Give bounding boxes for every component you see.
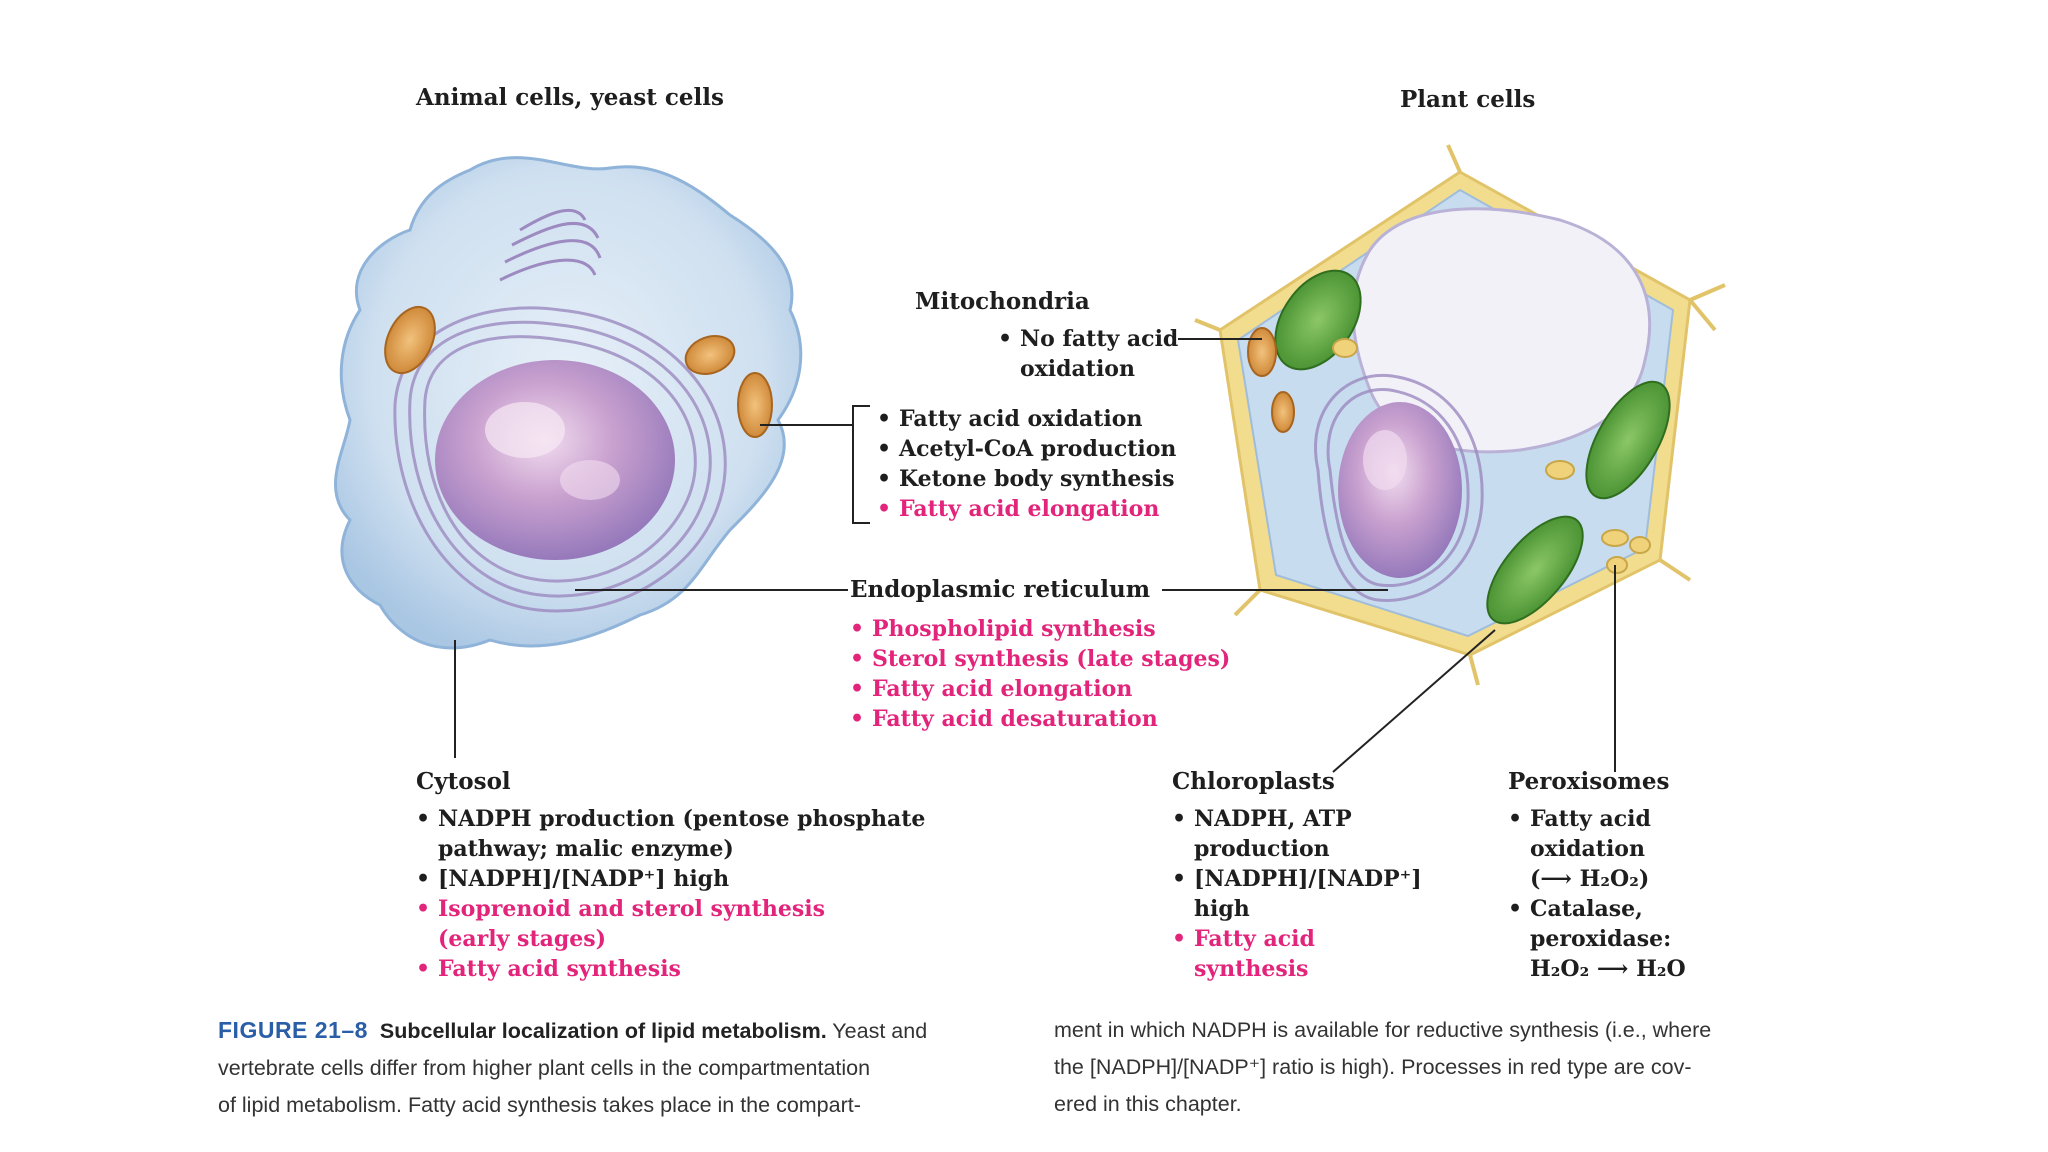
cell-wall-spikes: [1194, 144, 1726, 686]
animal-er: [393, 306, 727, 613]
caption-line-1: FIGURE 21–8 Subcellular localization of …: [218, 1012, 988, 1050]
golgi: [499, 209, 602, 282]
list-item: NADPH production (pentose phosphatepathw…: [416, 804, 925, 864]
plant-er: [1314, 373, 1484, 602]
peroxisomes-heading: Peroxisomes: [1508, 768, 1670, 795]
leader-lines: [454, 338, 1616, 773]
plant-nucleus: [1338, 402, 1462, 578]
list-item: Isoprenoid and sterol synthesis(early st…: [416, 894, 925, 954]
list-item: [NADPH]/[NADP⁺] high: [416, 864, 925, 894]
cytosol-list: NADPH production (pentose phosphatepathw…: [416, 804, 925, 984]
caption-left: FIGURE 21–8 Subcellular localization of …: [218, 1012, 988, 1124]
animal-cells-title: Animal cells, yeast cells: [416, 84, 724, 111]
list-item: Acetyl-CoA production: [877, 434, 1176, 464]
list-item: Fatty acid elongation: [877, 494, 1176, 524]
caption-line-6: ered in this chapter.: [1054, 1092, 1242, 1116]
cytosol-heading: Cytosol: [416, 768, 511, 795]
er-list: Phospholipid synthesisSterol synthesis (…: [850, 614, 1230, 734]
animal-nucleus: [435, 360, 675, 560]
plant-cells-title: Plant cells: [1400, 86, 1536, 113]
list-item: Fatty acid desaturation: [850, 704, 1230, 734]
figure-title: Subcellular localization of lipid metabo…: [379, 1019, 827, 1043]
caption-text: Yeast and: [832, 1019, 928, 1043]
caption-line-2: vertebrate cells differ from higher plan…: [218, 1056, 871, 1080]
list-item: Fatty acid oxidation: [877, 404, 1176, 434]
list-item: Fatty acid elongation: [850, 674, 1230, 704]
figure-label: FIGURE 21–8: [218, 1017, 368, 1043]
caption-right: ment in which NADPH is available for red…: [1054, 1012, 1834, 1123]
chloroplasts-list: NADPH, ATPproduction[NADPH]/[NADP⁺]highF…: [1172, 804, 1422, 984]
animal-cell: [333, 156, 803, 650]
list-item: Ketone body synthesis: [877, 464, 1176, 494]
mitochondria-heading: Mitochondria: [915, 288, 1090, 315]
chloroplasts-heading: Chloroplasts: [1172, 768, 1335, 795]
plant-cell: [1194, 144, 1726, 686]
er-heading: Endoplasmic reticulum: [850, 576, 1151, 603]
list-item: Fatty acid synthesis: [416, 954, 925, 984]
animal-mitochondria: [384, 305, 773, 438]
mitochondria-bracket: [852, 405, 870, 524]
mitochondria-animal-list: Fatty acid oxidationAcetyl-CoA productio…: [877, 404, 1176, 524]
list-item: [NADPH]/[NADP⁺]high: [1172, 864, 1422, 924]
peroxisomes-shape: [1332, 338, 1651, 574]
list-item: Sterol synthesis (late stages): [850, 644, 1230, 674]
caption-line-5: the [NADPH]/[NADP⁺] ratio is high). Proc…: [1054, 1055, 1692, 1079]
caption-line-4: ment in which NADPH is available for red…: [1054, 1018, 1712, 1042]
list-item: Phospholipid synthesis: [850, 614, 1230, 644]
list-item: Catalase,peroxidase:H₂O₂ ⟶ H₂O: [1508, 894, 1686, 984]
caption-line-3: of lipid metabolism. Fatty acid synthesi…: [218, 1093, 861, 1117]
